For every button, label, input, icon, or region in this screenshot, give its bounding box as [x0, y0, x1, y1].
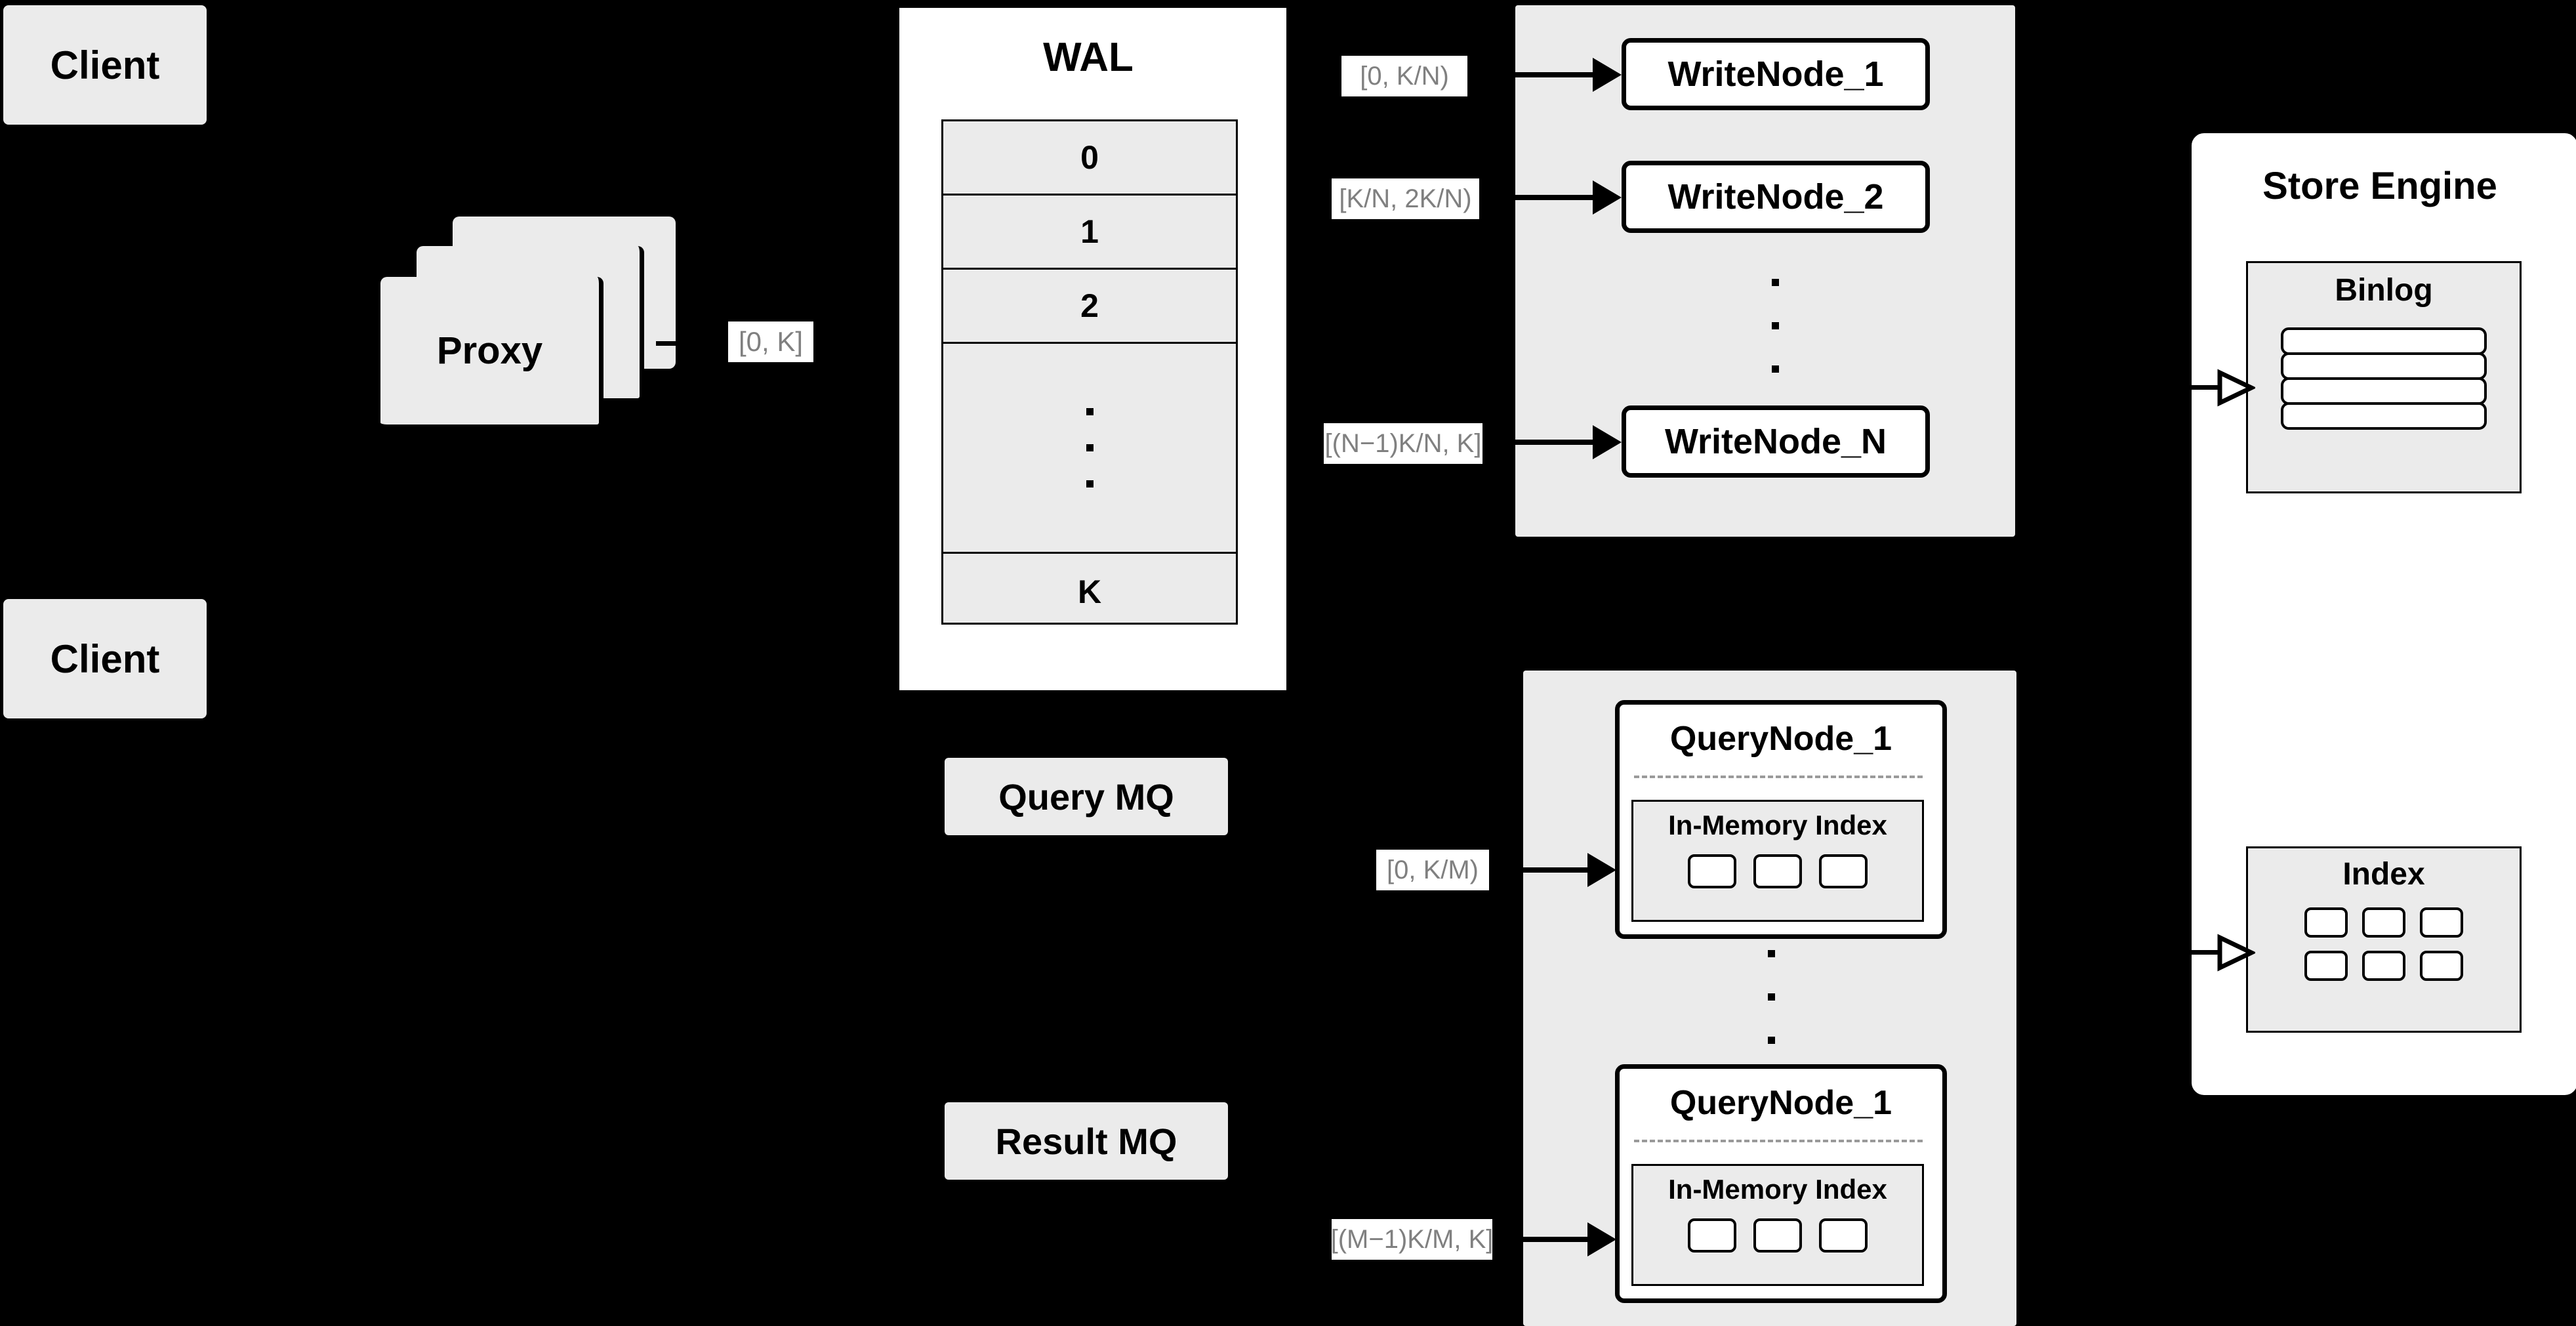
write-node-2-box[interactable]: WriteNode_2 [1622, 161, 1930, 233]
binlog-row-3[interactable] [2281, 377, 2487, 405]
client-label-2: Client [50, 636, 160, 681]
query-node-1-inmemory-index-title: In-Memory Index [1668, 810, 1887, 840]
wal-row-label-2: 2 [1080, 287, 1099, 324]
index-arrowhead-open-icon [2217, 934, 2255, 972]
wal-ellipsis-icon [1086, 408, 1094, 487]
write-node-1-label: WriteNode_1 [1667, 54, 1884, 94]
query-node-2-divider [1634, 1140, 1923, 1142]
query-node-2-inmemory-index-title: In-Memory Index [1668, 1174, 1887, 1205]
binlog-row-4[interactable] [2281, 402, 2487, 430]
query-mq-label: Query MQ [998, 776, 1174, 818]
query-node-2-index-cell-1[interactable] [1688, 1218, 1736, 1253]
index-cell-3[interactable] [2420, 907, 2463, 938]
query-node-2-arrow-shaft [1523, 1237, 1589, 1242]
wal-row-0[interactable]: 0 [943, 121, 1236, 196]
query-mq-box[interactable]: Query MQ [945, 758, 1228, 835]
wal-row-2[interactable]: 2 [943, 270, 1236, 344]
write-node-2-arrow-shaft [1515, 195, 1593, 200]
write-node-2-arrowhead [1593, 180, 1622, 215]
wal-row-1[interactable]: 1 [943, 196, 1236, 270]
binlog-row-2[interactable] [2281, 352, 2487, 380]
wal-row-label-k: K [1077, 573, 1102, 610]
query-node-1-arrow-shaft [1523, 867, 1589, 873]
index-cell-1[interactable] [2304, 907, 2348, 938]
proxy-stack[interactable]: Proxy [380, 217, 676, 433]
write-node-n-range-label: [(N−1)K/N, K] [1324, 423, 1482, 464]
write-node-n-arrowhead [1593, 425, 1622, 459]
query-node-1-index-cell-2[interactable] [1753, 854, 1802, 888]
write-node-2-range-label: [K/N, 2K/N) [1332, 178, 1479, 219]
query-node-2-label: QueryNode_1 [1669, 1084, 1892, 1122]
query-node-1-range-label: [0, K/M) [1376, 850, 1489, 890]
index-cell-4[interactable] [2304, 951, 2348, 981]
write-node-n-box[interactable]: WriteNode_N [1622, 405, 1930, 478]
wal-title: WAL [1043, 35, 1134, 80]
write-node-1-arrowhead [1593, 58, 1622, 92]
index-cell-6[interactable] [2420, 951, 2463, 981]
query-node-2-inmemory-index-box: In-Memory Index [1631, 1164, 1924, 1286]
query-node-1-inmemory-index-box: In-Memory Index [1631, 800, 1924, 922]
wal-row-ellipsis [943, 344, 1236, 554]
write-node-group-ellipsis-icon [1772, 279, 1779, 373]
write-node-n-label: WriteNode_N [1664, 422, 1887, 461]
index-cell-2[interactable] [2362, 907, 2405, 938]
wal-row-label-0: 0 [1080, 139, 1099, 176]
write-node-1-range-label: [0, K/N) [1341, 56, 1467, 96]
proxy-label: Proxy [436, 329, 543, 372]
wal-row-k[interactable]: K [943, 554, 1236, 629]
wal-table: 0 1 2 K [941, 119, 1238, 625]
client-box-1[interactable]: Client [3, 5, 207, 125]
query-node-2-index-cell-2[interactable] [1753, 1218, 1802, 1253]
index-title: Index [2342, 857, 2425, 892]
proxy-card-front[interactable]: Proxy [380, 277, 603, 429]
write-node-1-arrow-shaft [1515, 72, 1593, 77]
index-cell-5[interactable] [2362, 951, 2405, 981]
query-node-2-range-label: [(M−1)K/M, K] [1331, 1219, 1493, 1260]
query-node-1-index-cell-1[interactable] [1688, 854, 1736, 888]
binlog-row-1[interactable] [2281, 327, 2487, 355]
query-node-1-label: QueryNode_1 [1669, 720, 1892, 758]
query-node-1-box[interactable]: QueryNode_1 In-Memory Index [1615, 700, 1947, 939]
binlog-box: Binlog [2246, 261, 2522, 493]
result-mq-label: Result MQ [995, 1120, 1177, 1162]
client-box-2[interactable]: Client [3, 599, 207, 718]
write-node-n-arrow-shaft [1515, 440, 1593, 445]
query-node-2-box[interactable]: QueryNode_1 In-Memory Index [1615, 1064, 1947, 1303]
wal-row-label-1: 1 [1080, 213, 1099, 250]
query-node-1-divider [1634, 776, 1923, 778]
query-node-2-arrowhead [1587, 1222, 1616, 1256]
result-mq-box[interactable]: Result MQ [945, 1102, 1228, 1180]
query-node-1-arrowhead [1587, 853, 1616, 887]
write-node-1-box[interactable]: WriteNode_1 [1622, 38, 1930, 110]
index-arrow-shaft [2187, 950, 2228, 955]
store-engine-title: Store Engine [2262, 165, 2497, 207]
binlog-title: Binlog [2335, 273, 2433, 308]
write-node-2-label: WriteNode_2 [1667, 177, 1884, 217]
proxy-range-label: [0, K] [728, 321, 813, 362]
query-node-group-ellipsis-icon [1768, 950, 1775, 1044]
query-node-1-index-cell-3[interactable] [1819, 854, 1868, 888]
index-box: Index [2246, 846, 2522, 1033]
query-node-2-index-cell-3[interactable] [1819, 1218, 1868, 1253]
client-label-1: Client [50, 43, 160, 87]
proxy-connector-line [656, 341, 728, 346]
binlog-arrow-shaft [2187, 385, 2228, 390]
binlog-arrowhead-open-icon [2217, 369, 2255, 407]
